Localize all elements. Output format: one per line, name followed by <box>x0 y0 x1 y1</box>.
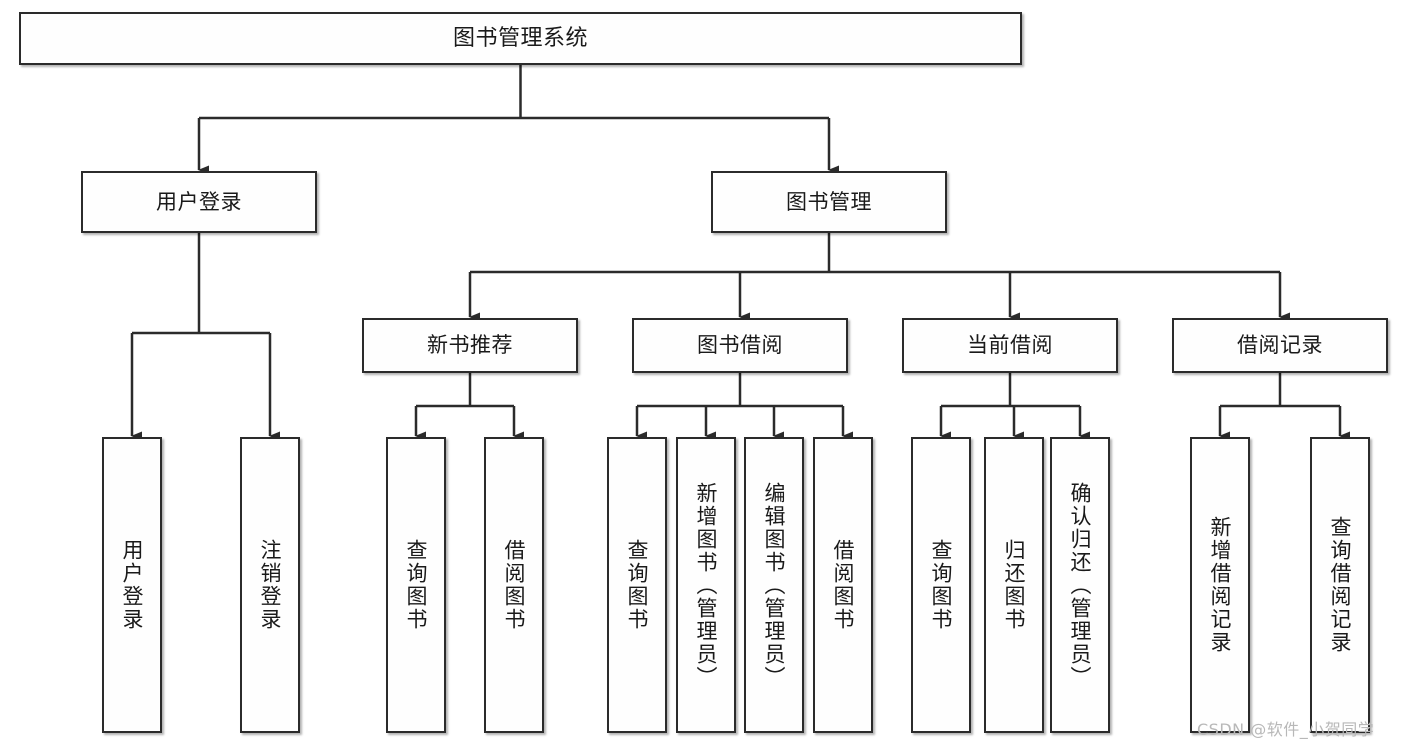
node-label: 图书借阅 <box>697 333 783 358</box>
node-login[interactable]: 用户登录 <box>81 171 317 233</box>
node-label: 查询图书 <box>404 539 429 631</box>
node-label: 图书管理系统 <box>452 25 588 51</box>
node-leaf-5[interactable]: 查询图书 <box>607 437 667 733</box>
node-label: 查询图书 <box>625 539 650 631</box>
edge-layer <box>130 65 1350 441</box>
node-label: 查询图书 <box>929 539 954 631</box>
node-label: 归还图书 <box>1002 539 1027 631</box>
node-label: 用户登录 <box>156 189 242 214</box>
node-label: 图书管理 <box>786 189 872 214</box>
node-leaf-6[interactable]: 新增图书（管理员） <box>676 437 736 733</box>
node-root[interactable]: 图书管理系统 <box>19 12 1022 65</box>
node-leaf-11[interactable]: 确认归还（管理员） <box>1050 437 1110 733</box>
node-leaf-7[interactable]: 编辑图书（管理员） <box>744 437 804 733</box>
watermark-text: CSDN @软件_小贺同学 <box>1197 720 1375 739</box>
node-borrow[interactable]: 图书借阅 <box>632 318 848 373</box>
node-label: 借阅图书 <box>831 539 856 631</box>
node-leaf-8[interactable]: 借阅图书 <box>813 437 873 733</box>
node-label: 新书推荐 <box>427 333 513 358</box>
node-label: 新增借阅记录 <box>1208 516 1233 654</box>
node-label: 当前借阅 <box>967 333 1053 358</box>
node-current[interactable]: 当前借阅 <box>902 318 1118 373</box>
node-label: 借阅图书 <box>502 539 527 631</box>
node-leaf-9[interactable]: 查询图书 <box>911 437 971 733</box>
node-label: 注销登录 <box>258 539 283 631</box>
node-leaf-2[interactable]: 注销登录 <box>240 437 300 733</box>
node-label: 查询借阅记录 <box>1328 516 1353 654</box>
node-leaf-3[interactable]: 查询图书 <box>386 437 446 733</box>
node-records[interactable]: 借阅记录 <box>1172 318 1388 373</box>
node-leaf-10[interactable]: 归还图书 <box>984 437 1044 733</box>
node-label: 确认归还（管理员） <box>1068 481 1093 689</box>
node-leaf-13[interactable]: 查询借阅记录 <box>1310 437 1370 733</box>
node-leaf-12[interactable]: 新增借阅记录 <box>1190 437 1250 733</box>
node-bookmgmt[interactable]: 图书管理 <box>711 171 947 233</box>
node-leaf-1[interactable]: 用户登录 <box>102 437 162 733</box>
node-label: 借阅记录 <box>1237 333 1323 358</box>
node-label: 编辑图书（管理员） <box>762 481 787 689</box>
node-label: 新增图书（管理员） <box>694 481 719 689</box>
node-leaf-4[interactable]: 借阅图书 <box>484 437 544 733</box>
node-label: 用户登录 <box>120 539 145 631</box>
node-newbook[interactable]: 新书推荐 <box>362 318 578 373</box>
